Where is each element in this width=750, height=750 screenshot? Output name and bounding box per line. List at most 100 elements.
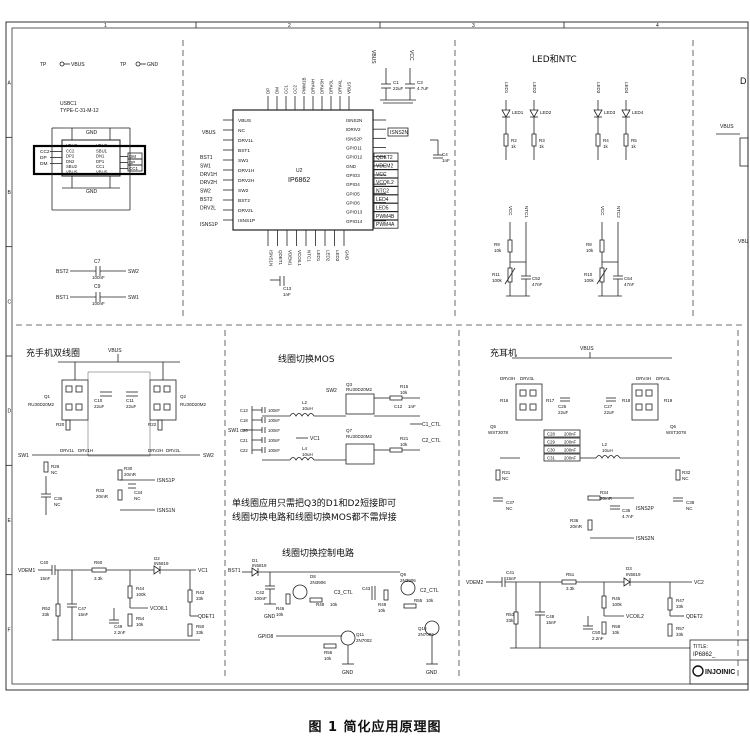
l4-ref: L4 [302, 446, 308, 451]
led-res-ref: R4 [603, 138, 609, 143]
earphone-title: 充耳机 [490, 347, 517, 359]
col-marker: 4 [656, 23, 659, 29]
r49-val: 10k [378, 608, 386, 613]
figure-caption: 图 1 简化应用原理图 [308, 720, 442, 735]
ic-top-net: DM [275, 87, 280, 94]
c26-ref: C26 [558, 404, 567, 409]
led-res-val: 1k [539, 144, 545, 149]
sc-bst1: BST1 [228, 568, 241, 574]
c36-ref: C36 [54, 496, 63, 501]
r33-val: 20mR [96, 494, 109, 499]
r32-val: NC [682, 476, 689, 481]
l2-ref: L2 [302, 400, 308, 405]
r22-ref: R22 [148, 422, 157, 427]
led-ref: LED1 [512, 110, 524, 115]
row-marker: F [8, 627, 11, 633]
ic-left-pin: DRV1L [238, 138, 254, 144]
ic-ip6862: U2 IP6862 VBUSNCDRV1LBST1SW1DRV1HDRV2HSW… [200, 50, 450, 297]
r58-val: 10k [612, 630, 620, 635]
ic-right-pin: GPIO4 [346, 182, 360, 187]
r21-val: 10k [400, 442, 408, 447]
ic-vcc-top: VCC [408, 50, 414, 61]
c27-ref: C27 [604, 404, 613, 409]
r17-ref: R17 [546, 398, 555, 403]
row-marker: A [8, 81, 12, 87]
c47-ref: C47 [78, 606, 87, 611]
ic-top-net: CC1 [284, 85, 289, 94]
r15-ref: R15 [400, 384, 409, 389]
r60-val: 3.3k [94, 576, 103, 581]
r60-ref: R60 [94, 560, 103, 565]
r57-ref: R57 [676, 626, 685, 631]
bst1-net: BST1 [56, 295, 69, 301]
r30-ref: R30 [124, 466, 133, 471]
c12-val: 1nF [408, 404, 416, 409]
d2-ref: D2 [154, 556, 160, 561]
ic-part: IP6862 [288, 177, 310, 184]
ntc-vcc: VCC [600, 206, 605, 216]
vdem1-net: VDEM1 [18, 568, 35, 574]
vcoil2-net: VCOIL2 [626, 614, 644, 620]
title-block: TITLE: IP6862_ INJOINIC [689, 639, 749, 685]
ear-drv3h: DRV3H [500, 376, 515, 381]
ic-right-pin: GPIO5 [346, 191, 360, 196]
ic-right-net: NTC2 [376, 189, 389, 195]
logo-mark [692, 665, 704, 677]
tp-gnd-label: TP [120, 62, 127, 68]
ntc-net: NTC2 [616, 206, 621, 218]
usb-typec-block: TP VBUS TP GND USBC1 TYPE-C-31-M-12 GND … [32, 61, 159, 211]
ic-bottom-net: LED1 [316, 250, 321, 262]
bootstrap-caps: C7 100nF BST2 SW2 C9 100nF BST1 SW1 [56, 259, 139, 306]
usb-pin-left: VBUS [66, 143, 78, 148]
ic-right-net: LED4 [376, 197, 389, 203]
r44-val: 100k [136, 592, 147, 597]
led-net: LED1 [504, 82, 509, 94]
ic-bottom-net: QDET1 [278, 250, 283, 266]
led-res-val: 1k [631, 144, 637, 149]
c41-ref: C41 [506, 570, 515, 575]
ic-right-pin: GPIO11 [346, 146, 362, 151]
ic-right-net: LED5 [376, 205, 389, 211]
r50-val: 33k [196, 630, 204, 635]
q9-ref: Q9 [400, 572, 407, 577]
sc-gpio8: GPIO8 [258, 634, 274, 640]
ic-left-pin: DRV2L [238, 208, 254, 214]
ic-right-pin: ISNS2N [346, 118, 362, 123]
earphone-block: 充耳机 VBUS DRV3H DRV3L DRV4H DRV4L Q5 WST3… [488, 346, 695, 542]
phone-sw1: SW1 [18, 453, 29, 459]
ic-right-pin: GPIO14 [346, 219, 363, 224]
q7-mosfet [345, 443, 375, 465]
q7-part: RU30D20M2 [346, 434, 373, 439]
usb-net-left: DP [40, 155, 47, 161]
ic-left-pin: SW1 [238, 158, 249, 164]
r58-ref: R58 [612, 624, 621, 629]
c36-val: NC [54, 502, 61, 507]
drv2l-label: DRV2L [166, 448, 181, 453]
usb-pin-left: DN2 [66, 159, 75, 164]
r52-ref: R52 [42, 606, 51, 611]
ic-left-pin: BST2 [238, 198, 250, 204]
ic-right-net: VDEM2 [376, 163, 393, 169]
r53-val: 33k [506, 618, 514, 623]
usb-pin-left: VBUS [66, 170, 78, 175]
usb-part: TYPE-C-31-M-12 [60, 108, 99, 114]
usb-net-right: CC1 [129, 166, 138, 171]
r49-ref: R49 [378, 602, 387, 607]
c2-ctl-net-2: C2_CTL [420, 588, 439, 594]
cs-sw2: SW2 [326, 388, 337, 394]
usb-pin-right: VBUS [96, 143, 108, 148]
c4-ref: C4 [442, 152, 448, 157]
led-ref: LED2 [540, 110, 552, 115]
c42-val: 100nF [254, 596, 267, 601]
d3-part: IN5819 [626, 572, 641, 577]
usb-pin-right: DP1 [96, 159, 105, 164]
ntc-cap-ref: C52 [532, 276, 541, 281]
ic-top-net: DRV4H [311, 79, 316, 94]
r54-val: 10k [136, 622, 144, 627]
led-res-ref: R2 [511, 138, 517, 143]
